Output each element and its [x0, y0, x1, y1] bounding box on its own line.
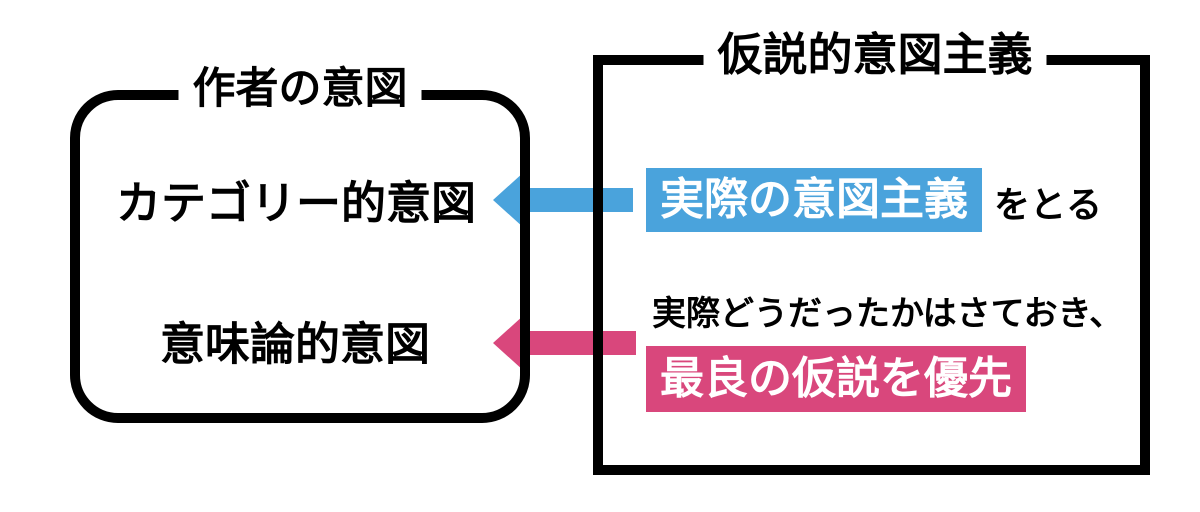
actual-intentionalism-highlight: 実際の意図主義: [646, 168, 982, 232]
best-hypothesis-prefix: 実際どうだったかはさておき、: [652, 295, 1124, 333]
author-intention-box: [70, 90, 530, 423]
best-hypothesis-highlight: 最良の仮説を優先: [646, 346, 1026, 412]
author-intention-box-title: 作者の意図: [178, 65, 422, 114]
hypothetical-intentionalism-box-title: 仮説的意図主義: [703, 30, 1047, 80]
actual-intentionalism-suffix: をとる: [994, 184, 1103, 225]
hypothetical-intentionalism-box: [593, 55, 1150, 475]
actual-intentionalism-row: 実際の意図主義 をとる: [646, 168, 1102, 232]
semantic-intention-label: 意味論的意図: [159, 318, 431, 370]
categorial-intention-label: カテゴリー的意図: [115, 177, 477, 229]
